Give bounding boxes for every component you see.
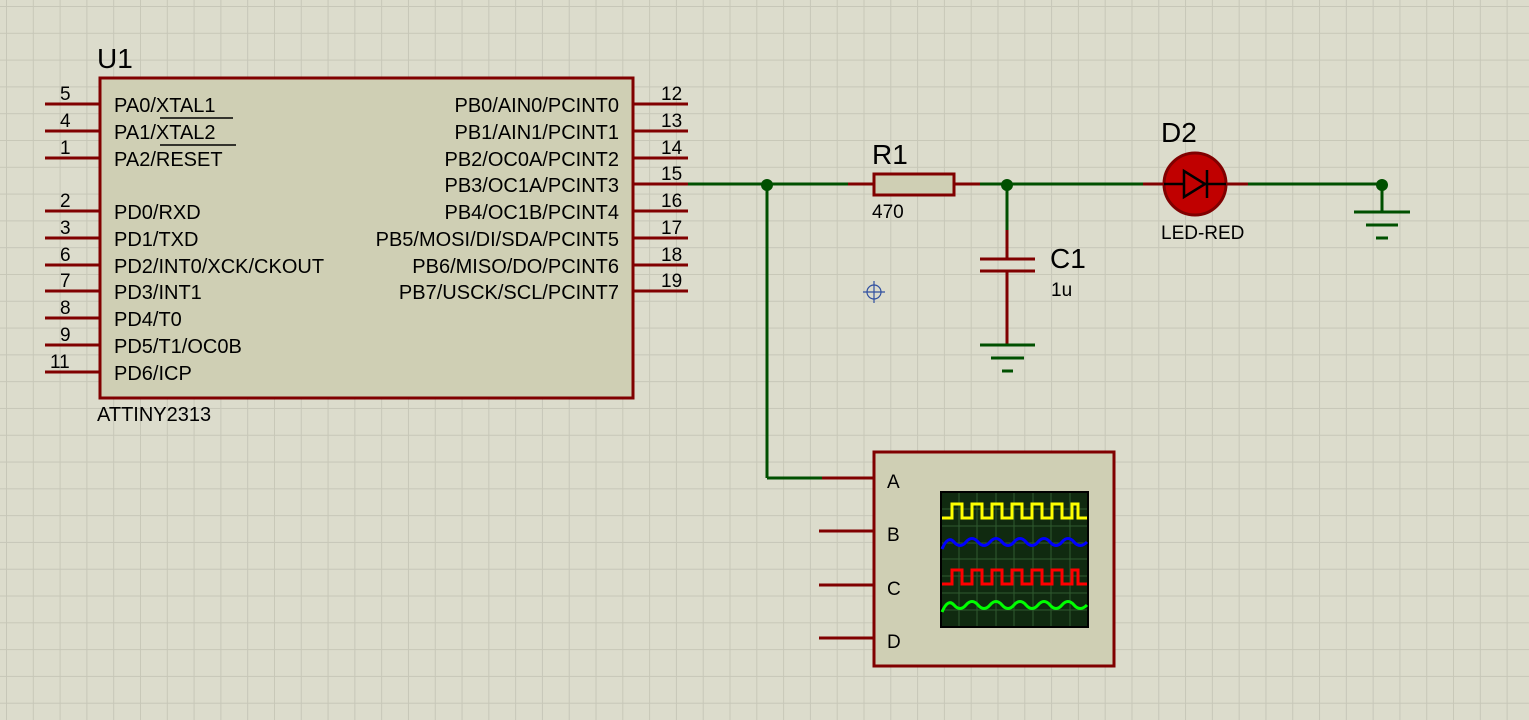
u1-reference: U1: [97, 43, 133, 74]
d2-arrow: [1182, 168, 1208, 200]
junction-dot: [761, 179, 773, 191]
scope-trace-a: [942, 502, 1087, 520]
pin-number: 7: [60, 271, 71, 292]
pin-number: 11: [50, 352, 70, 373]
u1-right-pin-lines: [633, 102, 688, 293]
scope-trace-b: [940, 537, 1089, 550]
r1-body: [872, 172, 956, 197]
pin-name: PA2/RESET: [114, 149, 223, 171]
junction-dot: [1001, 179, 1013, 191]
pin-number: 8: [60, 298, 71, 319]
pin-name: PD2/INT0/XCK/CKOUT: [114, 256, 324, 278]
component-u1[interactable]: U1 5 4: [45, 43, 688, 426]
ground-symbol[interactable]: [980, 343, 1035, 373]
pin-number: 5: [60, 84, 71, 105]
r1-reference: R1: [872, 139, 908, 170]
u1-left-pin-names: PA0/XTAL1 PA1/XTAL2 PA2/RESET PD0/RXD PD…: [114, 95, 324, 385]
pin-name: PB4/OC1B/PCINT4: [444, 202, 619, 224]
pin-number: 19: [661, 271, 682, 292]
ground-symbol[interactable]: [1354, 184, 1410, 240]
d2-value: LED-RED: [1161, 223, 1244, 244]
c1-reference: C1: [1050, 243, 1086, 274]
pin-name: PD1/TXD: [114, 229, 198, 251]
pin-number: 6: [60, 245, 71, 266]
pin-name: PB3/OC1A/PCINT3: [444, 175, 619, 197]
scope-channel-a: A: [887, 472, 900, 493]
pin-number: 2: [60, 191, 71, 212]
component-c1[interactable]: C1 1u: [980, 230, 1086, 345]
pin-number: 12: [661, 84, 682, 105]
pin-name: PB6/MISO/DO/PCINT6: [412, 256, 619, 278]
scope-channel-labels: A B C D: [887, 472, 901, 653]
wires[interactable]: [688, 182, 1382, 480]
oscilloscope-instrument[interactable]: A B C D: [819, 450, 1116, 668]
scope-trace-c: [942, 568, 1087, 586]
u1-left-pin-lines: [45, 102, 100, 374]
pin-number: 18: [661, 245, 682, 266]
pin-name: PD6/ICP: [114, 363, 192, 385]
pin-number: 4: [60, 111, 71, 132]
u1-left-pin-numbers: 5 4 1 2 3 6 7 8 9 11: [50, 84, 71, 373]
d2-reference: D2: [1161, 117, 1197, 148]
pin-number: 1: [60, 138, 71, 159]
pin-name: PB0/AIN0/PCINT0: [454, 95, 619, 117]
scope-channel-b: B: [887, 525, 900, 546]
scope-channel-d: D: [887, 632, 901, 653]
pin-name: PD3/INT1: [114, 282, 202, 304]
pin-name: PA1/XTAL2: [114, 122, 216, 144]
crosshair-cursor-icon: [863, 281, 885, 303]
pin-name: PB5/MOSI/DI/SDA/PCINT5: [376, 229, 619, 251]
pin-number: 17: [661, 218, 682, 239]
pin-number: 13: [661, 111, 682, 132]
pin-name: PD0/RXD: [114, 202, 201, 224]
pin-number: 16: [661, 191, 682, 212]
r1-value: 470: [872, 202, 904, 223]
component-d2[interactable]: D2 LED-RED: [1143, 117, 1248, 244]
scope-trace-d: [940, 600, 1089, 613]
pin-number: 14: [661, 138, 683, 159]
pin-number: 9: [60, 325, 71, 346]
u1-right-pin-names: PB0/AIN0/PCINT0 PB1/AIN1/PCINT1 PB2/OC0A…: [376, 95, 619, 304]
u1-overbars: [160, 117, 236, 146]
u1-part-name: ATTINY2313: [97, 404, 211, 426]
pin-name: PB2/OC0A/PCINT2: [444, 149, 619, 171]
component-r1[interactable]: R1 470: [848, 139, 980, 223]
pin-name: PB7/USCK/SCL/PCINT7: [399, 282, 619, 304]
c1-value: 1u: [1051, 280, 1072, 301]
scope-channel-leads: [819, 476, 874, 640]
pin-name: PA0/XTAL1: [114, 95, 216, 117]
pin-name: PB1/AIN1/PCINT1: [454, 122, 619, 144]
u1-body: [98, 76, 635, 400]
pin-number: 15: [661, 164, 682, 185]
pin-number: 3: [60, 218, 71, 239]
pin-name: PD4/T0: [114, 309, 182, 331]
scope-channel-c: C: [887, 579, 901, 600]
pin-name: PD5/T1/OC0B: [114, 336, 242, 358]
u1-right-pin-numbers: 12 13 14 15 16 17 18 19: [661, 84, 683, 292]
